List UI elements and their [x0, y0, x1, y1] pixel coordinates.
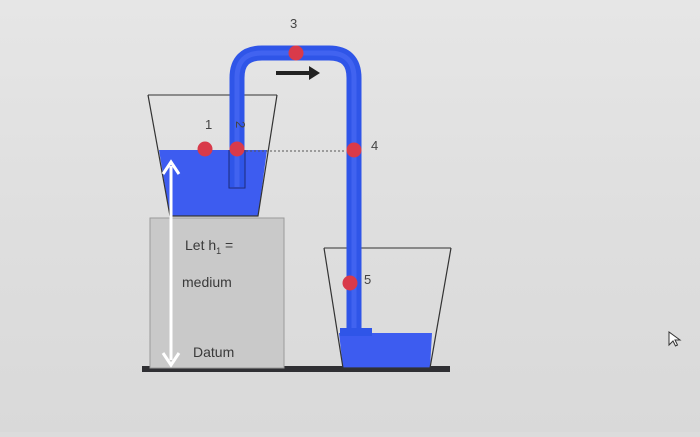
point-5-label: 5 — [364, 272, 372, 287]
height-label-equals: = — [221, 237, 234, 253]
arrow-right-icon — [276, 66, 320, 80]
double-arrow-vertical-icon — [161, 159, 181, 368]
point-3-label: 3 — [290, 16, 298, 31]
point-4-marker — [346, 142, 362, 158]
height-label-subscript: 1 — [216, 245, 222, 256]
height-label: Let h1 = — [185, 237, 233, 256]
pipe-outlet — [340, 328, 372, 336]
point-2-marker — [229, 141, 245, 157]
point-1-marker — [197, 141, 213, 157]
point-5-marker — [342, 275, 358, 291]
upper-tank-water — [159, 150, 267, 216]
point-4-label: 4 — [371, 138, 379, 153]
mouse-cursor-icon — [668, 331, 682, 347]
medium-label: medium — [182, 274, 232, 290]
upper-tank — [147, 94, 278, 217]
lower-tank-water — [339, 333, 432, 368]
lower-tank — [323, 247, 452, 369]
point-3-marker — [288, 45, 304, 61]
datum-label: Datum — [193, 344, 235, 360]
point-2-label: 2 — [233, 121, 248, 129]
ground-line — [142, 366, 450, 372]
point-1-label: 1 — [205, 117, 213, 132]
height-label-text: Let h — [185, 237, 217, 253]
pipe-inlet — [228, 150, 246, 189]
